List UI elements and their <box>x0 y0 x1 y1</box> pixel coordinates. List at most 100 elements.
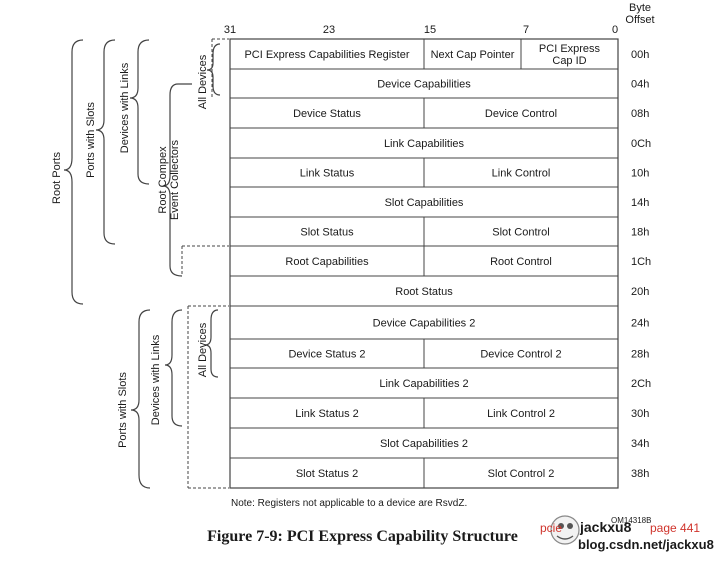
byte-offset-34h: 34h <box>631 438 649 450</box>
byte-offset-10h: 10h <box>631 168 649 180</box>
devices-with-links-label: Devices with Links <box>119 62 131 153</box>
watermark-pcie: pcie <box>540 521 563 535</box>
register-slot-status-2: Slot Status 2 <box>296 468 358 480</box>
devices-with-links-2-brace <box>164 309 183 427</box>
register-label: Slot Status 2 <box>296 468 358 480</box>
bit-31-label: 31 <box>224 24 236 36</box>
register-pci-express-capabilities-register: PCI Express Capabilities Register <box>244 49 409 61</box>
rcec-label-line1: Root Compex <box>157 146 169 214</box>
root-ports-brace <box>63 39 84 305</box>
register-link-control: Link Control <box>492 168 551 180</box>
register-label: Link Capabilities <box>384 138 465 150</box>
byte-offset-24h: 24h <box>631 318 649 330</box>
register-label: Slot Control 2 <box>488 468 555 480</box>
root-complex-dashed-marker <box>181 245 229 276</box>
register-device-control: Device Control <box>485 108 557 120</box>
register-link-control-2: Link Control 2 <box>487 408 555 420</box>
byte-offset-0ch: 0Ch <box>631 138 651 150</box>
ports-with-slots-2-label: Ports with Slots <box>117 372 129 448</box>
register-label: Slot Control <box>492 227 549 239</box>
ports-with-slots-2-brace <box>130 309 151 489</box>
watermark-page: page 441 <box>650 521 701 535</box>
register-root-capabilities: Root Capabilities <box>285 256 369 268</box>
register-label: Root Control <box>490 256 552 268</box>
ports-with-slots-brace <box>95 39 116 245</box>
byte-offset-column: 00h 04h 08h 0Ch 10h 14h 18h 1Ch 20h 24h 28h 2Ch 30h 3… <box>631 49 651 480</box>
figure-id: OM14318B <box>611 516 651 525</box>
register-label: Link Status 2 <box>295 408 359 420</box>
grouping-braces <box>63 39 221 489</box>
register-label-line2: Cap ID <box>552 55 586 67</box>
register-label: Device Control 2 <box>480 349 561 361</box>
register-device-capabilities-2: Device Capabilities 2 <box>373 318 476 330</box>
register-table: PCI Express Capabilities Register Next Ca… <box>229 38 619 489</box>
register-root-status: Root Status <box>395 286 453 298</box>
all-devices-dashed-marker <box>211 38 229 98</box>
byte-offset-18h: 18h <box>631 227 649 239</box>
byte-offset-2ch: 2Ch <box>631 378 651 390</box>
register-label: Device Capabilities <box>377 79 471 91</box>
root-ports-label: Root Ports <box>51 152 63 204</box>
register-link-status: Link Status <box>300 168 355 180</box>
rsvdz-note: Note: Registers not applicable to a devi… <box>231 498 467 509</box>
register-label: Root Capabilities <box>285 256 369 268</box>
group-dashed-markers <box>181 38 229 489</box>
all-devices-2-brace <box>204 309 219 378</box>
byte-offset-1ch: 1Ch <box>631 256 651 268</box>
byte-offset-30h: 30h <box>631 408 649 420</box>
register-label: Slot Status <box>300 227 354 239</box>
register-slot-capabilities: Slot Capabilities <box>385 197 464 209</box>
group-labels: Root Ports Ports with Slots Devices with… <box>51 54 209 448</box>
rcec-brace <box>162 83 192 277</box>
byte-offset-38h: 38h <box>631 468 649 480</box>
byte-offset-header-line2: Offset <box>625 14 654 26</box>
devices-with-links-2-label: Devices with Links <box>150 334 162 425</box>
byte-offset-04h: 04h <box>631 79 649 91</box>
register-label: Link Capabilities 2 <box>379 378 468 390</box>
byte-offset-08h: 08h <box>631 108 649 120</box>
all-devices-brace <box>206 43 221 96</box>
register-label: Device Capabilities 2 <box>373 318 476 330</box>
register-slot-control-2: Slot Control 2 <box>488 468 555 480</box>
register-root-control: Root Control <box>490 256 552 268</box>
register-link-status-2: Link Status 2 <box>295 408 359 420</box>
all-devices-2-label: All Devices <box>197 322 209 377</box>
bit-7-label: 7 <box>523 24 529 36</box>
register-slot-status: Slot Status <box>300 227 354 239</box>
register-label: Slot Capabilities <box>385 197 464 209</box>
register-label: Link Status <box>300 168 355 180</box>
register-label: PCI Express Capabilities Register <box>244 49 409 61</box>
ports-with-slots-label: Ports with Slots <box>85 102 97 178</box>
watermark-site: blog.csdn.net/jackxu8 <box>578 537 714 552</box>
bit-header: 31 23 15 7 0 Byte Offset <box>224 2 655 36</box>
register-device-status: Device Status <box>293 108 361 120</box>
register-label: Device Control <box>485 108 557 120</box>
register-link-capabilities: Link Capabilities <box>384 138 465 150</box>
byte-offset-20h: 20h <box>631 286 649 298</box>
register-label: Device Status <box>293 108 361 120</box>
all-devices-2-dashed-marker <box>187 305 229 489</box>
register-label: Device Status 2 <box>288 349 365 361</box>
register-slot-capabilities-2: Slot Capabilities 2 <box>380 438 468 450</box>
register-device-control-2: Device Control 2 <box>480 349 561 361</box>
register-next-cap-pointer: Next Cap Pointer <box>431 49 515 61</box>
register-label: Root Status <box>395 286 453 298</box>
register-label: Link Control <box>492 168 551 180</box>
register-slot-control: Slot Control <box>492 227 549 239</box>
register-device-status-2: Device Status 2 <box>288 349 365 361</box>
bit-23-label: 23 <box>323 24 335 36</box>
register-label: Next Cap Pointer <box>431 49 515 61</box>
rcec-label-line2: Event Collectors <box>169 139 181 220</box>
byte-offset-14h: 14h <box>631 197 649 209</box>
byte-offset-00h: 00h <box>631 49 649 61</box>
watermark-name: jackxu8 <box>580 519 632 535</box>
byte-offset-28h: 28h <box>631 349 649 361</box>
register-link-capabilities-2: Link Capabilities 2 <box>379 378 468 390</box>
figure-caption: Figure 7-9: PCI Express Capability Struc… <box>207 528 518 545</box>
register-label-line1: PCI Express <box>539 43 601 55</box>
register-label: Slot Capabilities 2 <box>380 438 468 450</box>
devices-with-links-brace <box>129 39 150 185</box>
byte-offset-header-line1: Byte <box>629 2 651 14</box>
